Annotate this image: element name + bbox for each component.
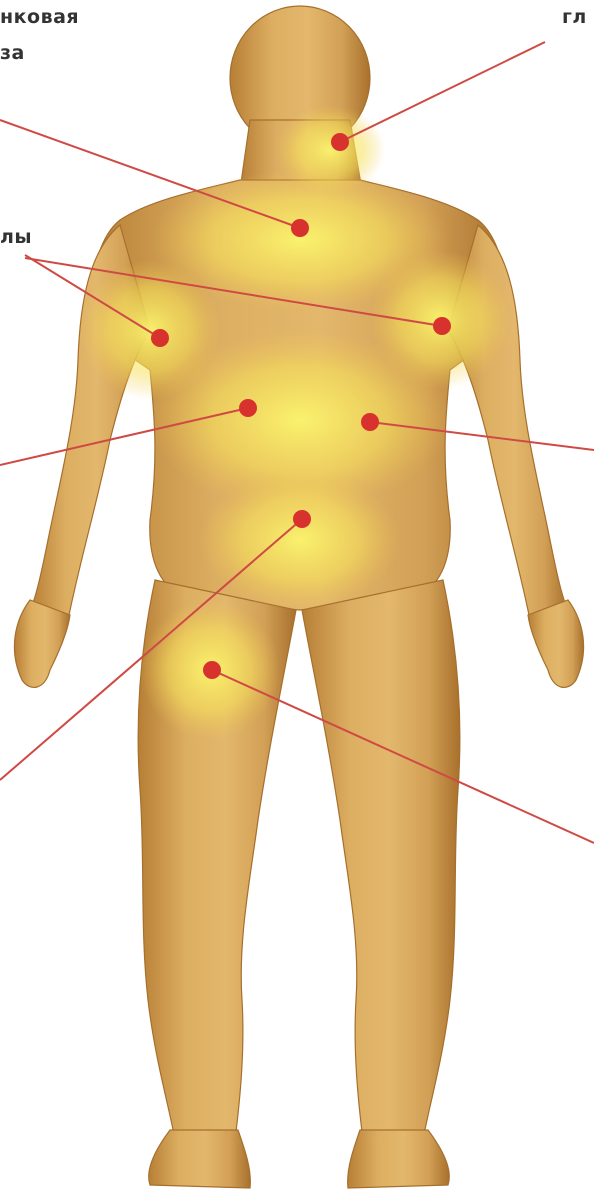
label-top-left-line2: за	[0, 42, 25, 64]
marker-chest-center	[291, 219, 309, 237]
label-mid-left: лы	[0, 226, 32, 248]
marker-abdomen-right	[361, 413, 379, 431]
left-hand	[14, 600, 70, 687]
marker-armpit-left	[151, 329, 169, 347]
right-hand	[528, 600, 584, 687]
marker-groin-center	[293, 510, 311, 528]
marker-abdomen-left	[239, 399, 257, 417]
right-foot	[348, 1130, 450, 1188]
glow-groin	[200, 470, 400, 610]
marker-neck-right	[331, 133, 349, 151]
right-leg	[302, 580, 460, 1140]
leader-neck	[340, 42, 545, 142]
marker-thigh-left	[203, 661, 221, 679]
marker-armpit-right	[433, 317, 451, 335]
label-top-left-line1: нковая	[0, 6, 79, 28]
label-top-right: гл	[562, 6, 587, 28]
left-foot	[149, 1130, 251, 1188]
